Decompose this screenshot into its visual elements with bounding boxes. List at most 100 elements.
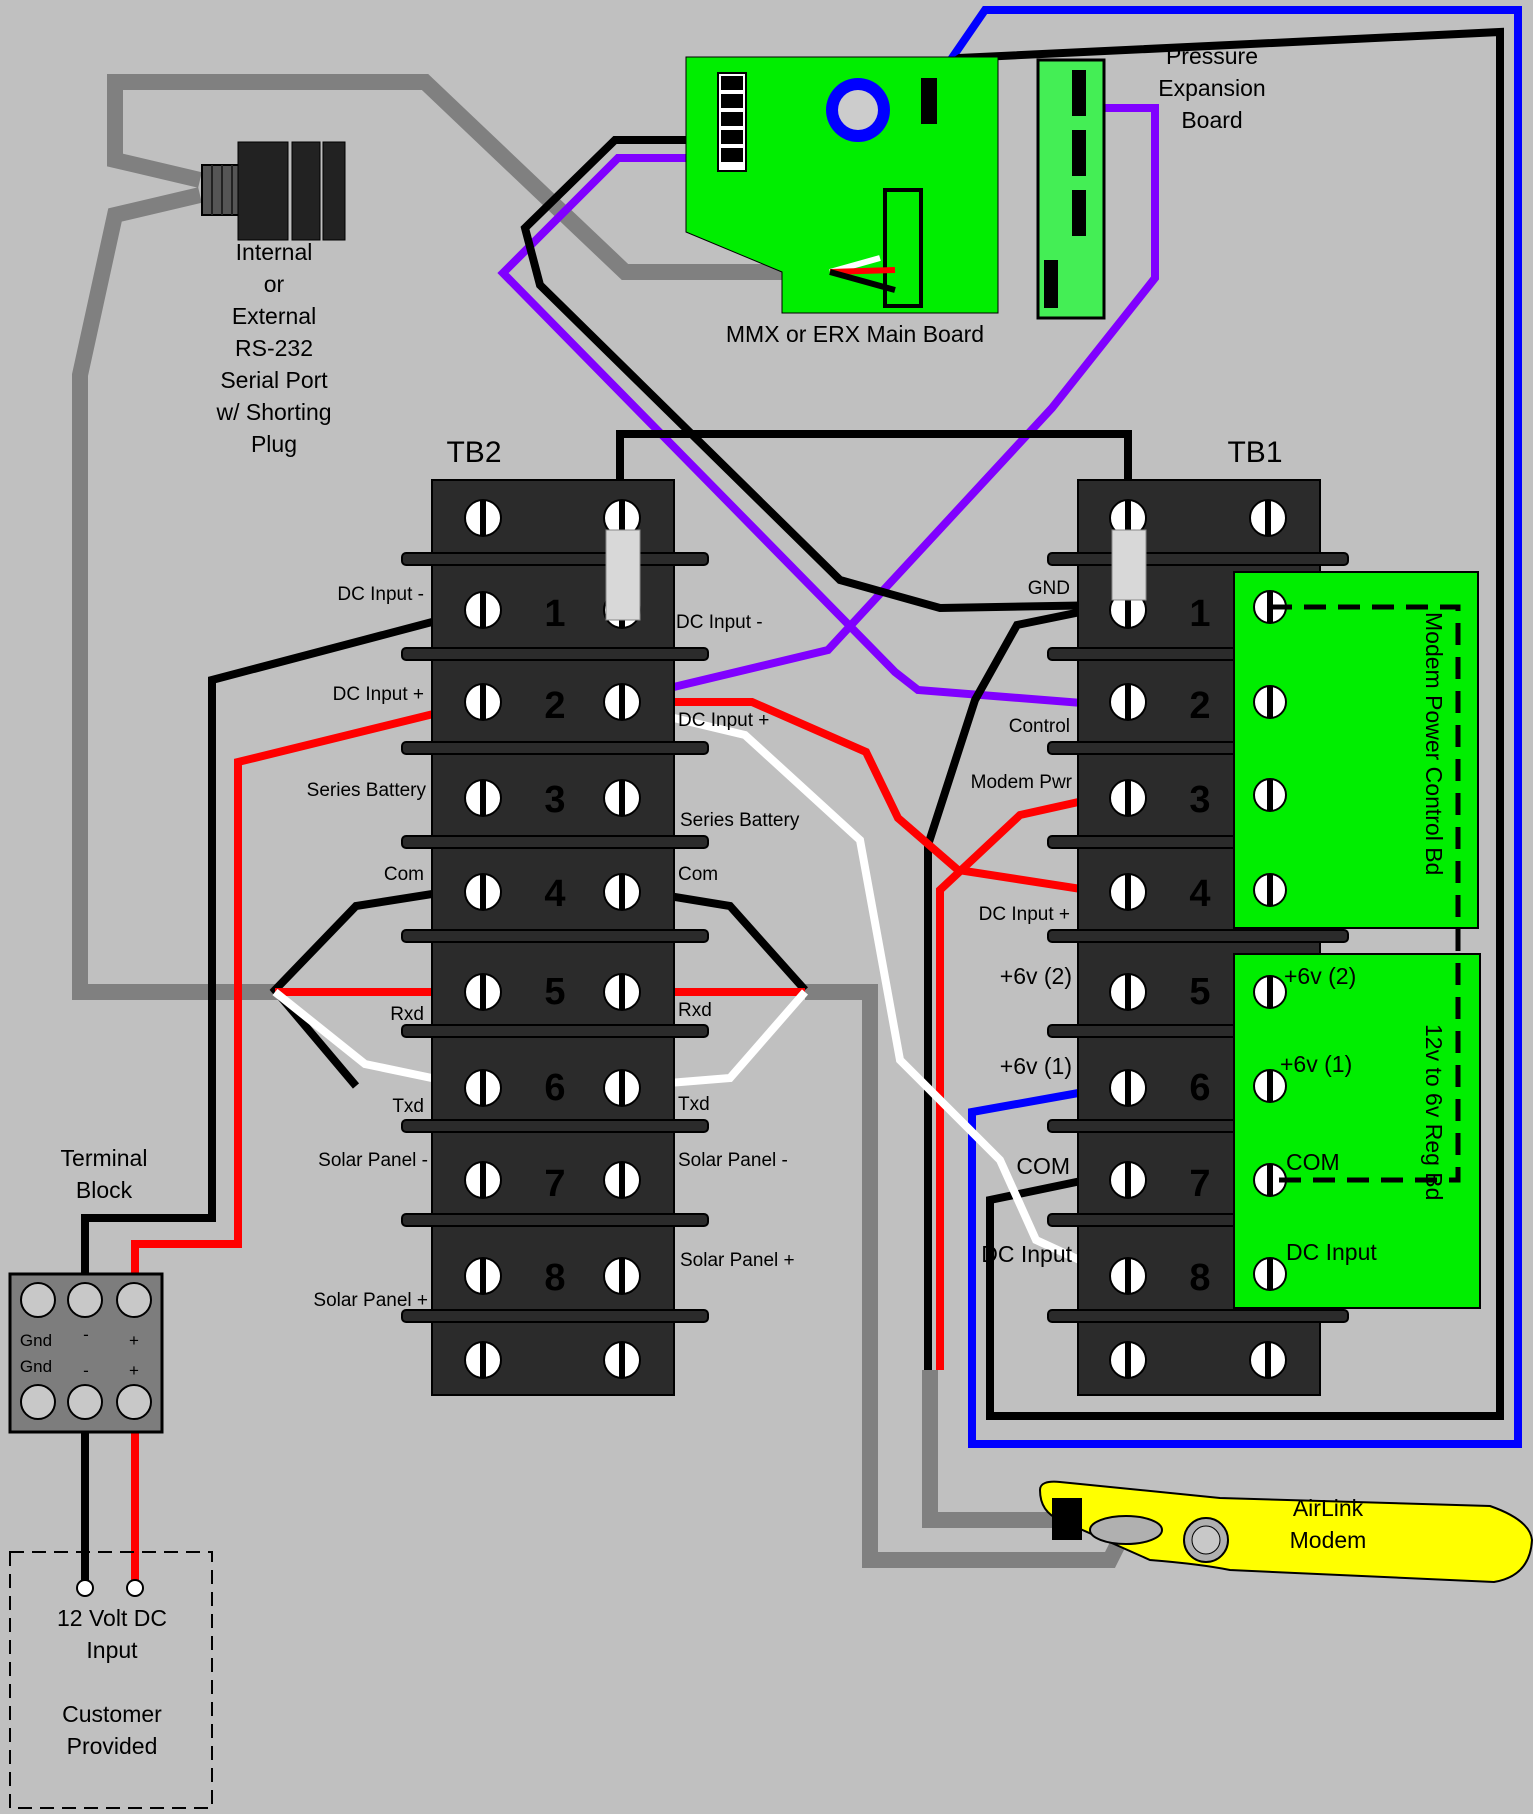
svg-text:Rxd: Rxd [678,1000,712,1021]
svg-text:Txd: Txd [392,1096,424,1117]
tb2-screw-left [464,1069,502,1107]
svg-text:RS-232: RS-232 [235,335,313,361]
svg-text:DC Input: DC Input [1286,1239,1377,1265]
tb2-strip [401,479,709,1396]
svg-text:or: or [264,271,285,297]
svg-text:3: 3 [1189,779,1210,821]
svg-text:+: + [129,1331,139,1350]
svg-text:AirLink: AirLink [1293,1495,1364,1521]
svg-text:2: 2 [544,685,565,727]
main-board-label: MMX or ERX Main Board [726,321,984,347]
svg-text:+6v (2): +6v (2) [1000,963,1072,989]
tb1-screw-left [1109,683,1147,721]
main-board [685,56,999,314]
svg-text:-: - [83,1361,89,1380]
tb1-screw-left [1109,1257,1147,1295]
svg-text:+6v (1): +6v (1) [1280,1051,1352,1077]
svg-text:Modem: Modem [1290,1527,1367,1553]
tb2-screw-right [603,1161,641,1199]
svg-text:DC Input -: DC Input - [676,612,763,633]
svg-text:Solar Panel +: Solar Panel + [313,1290,428,1311]
svg-text:GND: GND [1028,578,1070,599]
svg-text:Rxd: Rxd [390,1004,424,1025]
tb2-title: TB2 [446,436,501,469]
svg-text:Serial Port: Serial Port [220,367,328,393]
svg-text:5: 5 [544,971,565,1013]
svg-text:+: + [129,1361,139,1380]
svg-text:Plug: Plug [251,431,297,457]
svg-text:Gnd: Gnd [20,1331,52,1350]
pressure-board-label: Pressure Expansion Board [1158,43,1265,133]
tb2-screw-right [603,1257,641,1295]
serial-port-plug [201,141,346,241]
svg-text:3: 3 [544,779,565,821]
tb2-screw-left [464,591,502,629]
svg-text:4: 4 [1189,873,1210,915]
tb2-right-labels: DC Input - DC Input + Series Battery Com… [676,612,800,1271]
tb1-screw-left [1109,973,1147,1011]
svg-text:+6v (2): +6v (2) [1284,963,1356,989]
tb1-title: TB1 [1227,436,1282,469]
tb2-screw-right [603,973,641,1011]
tb1-left-labels: GND Control Modem Pwr DC Input + +6v (2)… [971,578,1073,1267]
regulator-board-label: 12v to 6v Reg Bd [1421,1024,1447,1200]
svg-text:Board: Board [1181,107,1242,133]
tb2-screw-left [464,683,502,721]
pressure-expansion-board [1036,58,1106,320]
modem-power-control-board: Modem Power Control Bd [1233,571,1479,929]
svg-text:Gnd: Gnd [20,1357,52,1376]
tb1-numbers: 1 2 3 4 5 6 7 8 [1189,593,1210,1299]
terminal-block-label: Terminal Block [61,1145,148,1203]
wire-purple [497,104,1159,710]
serial-cable-gray [72,74,1133,1568]
svg-text:DC Input +: DC Input + [678,710,769,731]
svg-text:COM: COM [1016,1153,1070,1179]
tb1-screw-right [1249,499,1287,537]
svg-text:2: 2 [1189,685,1210,727]
svg-text:DC Input +: DC Input + [979,904,1070,925]
tb2-screw-left [464,1257,502,1295]
dashed-jumper [1270,604,1461,1183]
tb2-numbers: 1 2 3 4 5 6 7 8 [544,593,565,1299]
tb1-screw-left [1109,1069,1147,1107]
tb1-screw-left [1109,1341,1147,1379]
svg-text:8: 8 [544,1257,565,1299]
regulator-board-screw [1253,975,1287,1009]
serial-port-label: Internal or External RS-232 Serial Port … [215,239,331,457]
svg-text:Block: Block [76,1177,133,1203]
svg-text:External: External [232,303,316,329]
tb2-screw-left [464,1161,502,1199]
svg-text:Txd: Txd [678,1094,710,1115]
modem-power-board-screw [1253,778,1287,812]
svg-text:+6v (1): +6v (1) [1000,1053,1072,1079]
tb2-screw-left [464,1341,502,1379]
svg-text:w/ Shorting: w/ Shorting [215,399,331,425]
svg-text:Com: Com [384,864,424,885]
tb2-left-labels: DC Input - DC Input + Series Battery Com… [307,584,428,1311]
tb2-screw-left [464,499,502,537]
tb2-screw-right [603,1341,641,1379]
tb1-screw-left [1109,1161,1147,1199]
svg-text:DC Input -: DC Input - [337,584,424,605]
dc-input-box: 12 Volt DC Input Customer Provided [9,1551,213,1809]
svg-text:Provided: Provided [67,1733,158,1759]
svg-text:4: 4 [544,873,565,915]
tb2-screw-left [464,973,502,1011]
terminal-block: Gnd - + Gnd - + [8,1272,164,1434]
svg-text:7: 7 [1189,1163,1210,1205]
tb1-screw-right [1249,1341,1287,1379]
svg-text:Solar Panel -: Solar Panel - [318,1150,428,1171]
modem-power-board-label: Modem Power Control Bd [1421,612,1447,875]
svg-text:Terminal: Terminal [61,1145,148,1171]
tb2-screw-left [464,779,502,817]
wire-blue-loop [926,6,1522,1448]
regulator-terminal-labels: +6v (2) +6v (1) COM DC Input [1280,963,1377,1265]
tb1-screw-left [1109,873,1147,911]
svg-text:Expansion: Expansion [1158,75,1265,101]
regulator-board-screw [1253,1257,1287,1291]
tb2-screw-right [603,779,641,817]
svg-text:1: 1 [1189,593,1210,635]
svg-text:Solar Panel +: Solar Panel + [680,1250,795,1271]
tb2-screw-right [603,1069,641,1107]
svg-text:DC Input +: DC Input + [333,684,424,705]
